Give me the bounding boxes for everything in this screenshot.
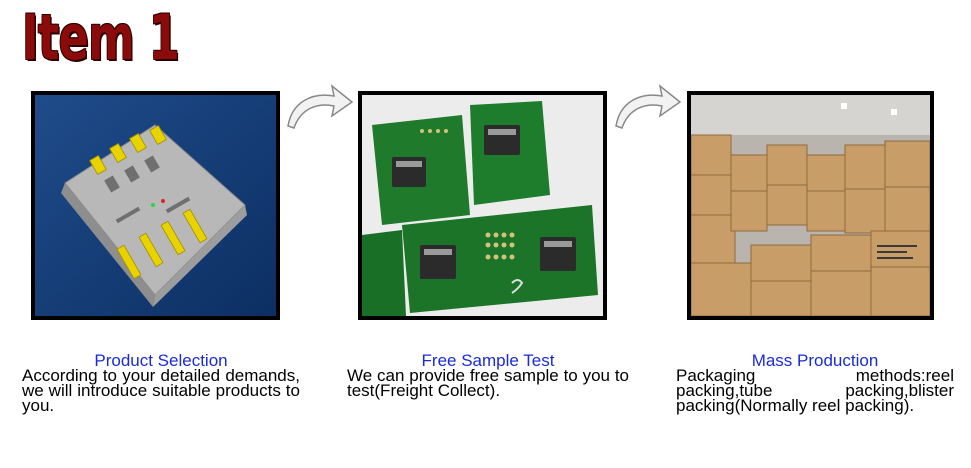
step-heading: Mass Production: [751, 351, 879, 370]
product-selection-image: [31, 91, 280, 320]
step-description: Packaging methods:reel packing,tube pack…: [676, 366, 954, 415]
step-description: According to your detailed demands, we w…: [22, 366, 300, 415]
step-heading: Product Selection: [94, 351, 228, 370]
free-sample-test-image: [358, 91, 607, 320]
step-heading: Free Sample Test: [421, 351, 555, 370]
step-product-selection: Product Selection According to your deta…: [22, 351, 300, 415]
page-title: Item 1: [22, 1, 180, 74]
step-description: We can provide free sample to you to tes…: [347, 366, 629, 400]
step-free-sample-test: Free Sample Test We can provide free sam…: [347, 351, 629, 400]
mass-production-image: [687, 91, 934, 320]
curved-arrow-icon: [615, 84, 682, 129]
step-mass-production: Mass Production Packaging methods:reel p…: [676, 351, 954, 415]
curved-arrow-icon: [287, 84, 354, 129]
